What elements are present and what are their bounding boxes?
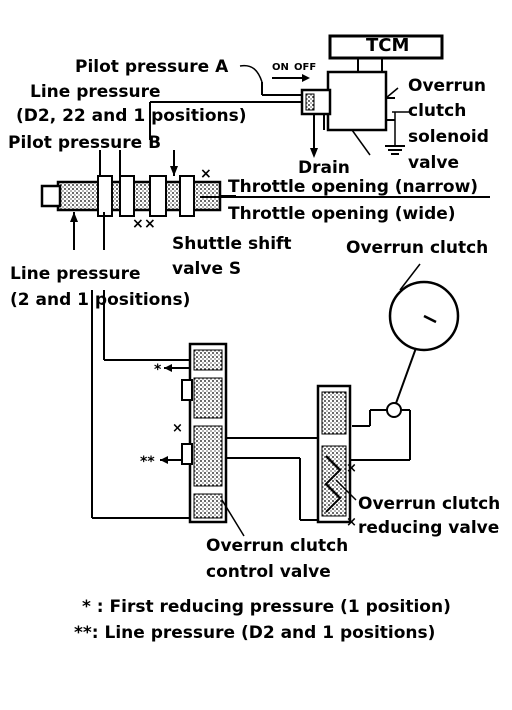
reducing-drain-mark-1: × xyxy=(346,461,357,476)
drain-label: Drain xyxy=(298,158,350,178)
reducing-valve-label-2: reducing valve xyxy=(358,518,500,538)
port-star-1: * xyxy=(154,362,162,378)
on-label: ON xyxy=(272,62,289,73)
overrun-clutch-reducing-valve xyxy=(316,384,352,524)
shuttle-label-2: valve S xyxy=(172,259,242,279)
gauge-needle xyxy=(423,314,437,324)
line-pressure-top-label-1: Line pressure xyxy=(30,82,161,102)
tcm-label: TCM xyxy=(366,35,410,56)
port-star-2-arrow xyxy=(160,456,168,464)
overrun-clutch-control-valve xyxy=(181,342,228,524)
tcm-box xyxy=(328,34,444,60)
legend-first-reducing: * : First reducing pressure (1 position) xyxy=(82,597,451,617)
throttle-narrow-label: Throttle opening (narrow) xyxy=(228,177,479,197)
throttle-wide-label: Throttle opening (wide) xyxy=(228,204,456,224)
reducing-leader xyxy=(335,479,357,501)
solenoid-label-1: Overrun xyxy=(408,76,487,96)
solenoid-label-4: valve xyxy=(408,153,459,173)
solenoid-label-2: clutch xyxy=(408,101,467,121)
overrun-clutch-label: Overrun clutch xyxy=(346,238,489,258)
gauge-leader xyxy=(399,263,421,291)
pilot-pressure-b-label: Pilot pressure B xyxy=(8,133,162,153)
reducing-drain-mark-2: × xyxy=(346,515,357,530)
control-valve-label-2: control valve xyxy=(206,562,331,582)
line-pressure-up-1-head xyxy=(70,212,78,222)
port-star-2: ** xyxy=(140,454,155,470)
drain-arrowhead xyxy=(310,148,318,158)
pilot-pressure-a-label: Pilot pressure A xyxy=(75,57,229,77)
shuttle-drain-mark-2: × xyxy=(132,216,144,232)
off-label: OFF xyxy=(294,62,317,73)
legend-line-pressure: **: Line pressure (D2 and 1 positions) xyxy=(74,623,436,643)
reducing-valve-label-1: Overrun clutch xyxy=(358,494,501,514)
overrun-clutch-solenoid-valve xyxy=(300,70,410,155)
line-pressure-bottom-label-2: (2 and 1 positions) xyxy=(10,290,191,310)
shuttle-drain-mark-3: × xyxy=(144,216,156,232)
control-valve-leader xyxy=(221,499,245,537)
solenoid-label-3: solenoid xyxy=(408,127,489,147)
solenoid-label-leader xyxy=(385,87,399,99)
gauge-pipe xyxy=(394,347,417,407)
solenoid-valve-leader xyxy=(351,129,371,156)
control-valve-label-1: Overrun clutch xyxy=(206,536,349,556)
on-off-arrowhead xyxy=(302,74,310,82)
line-pressure-bottom-label-1: Line pressure xyxy=(10,264,141,284)
check-valve xyxy=(386,402,402,418)
shuttle-drain-mark-1: × xyxy=(200,166,212,182)
port-x-1: × xyxy=(172,421,183,436)
line-pressure-top-label-2: (D2, 22 and 1 positions) xyxy=(16,106,247,126)
pilot-b-arrowhead xyxy=(170,166,178,176)
pilot-a-hook xyxy=(239,64,263,83)
shuttle-label-1: Shuttle shift xyxy=(172,234,292,254)
port-star-1-arrow xyxy=(164,364,172,372)
